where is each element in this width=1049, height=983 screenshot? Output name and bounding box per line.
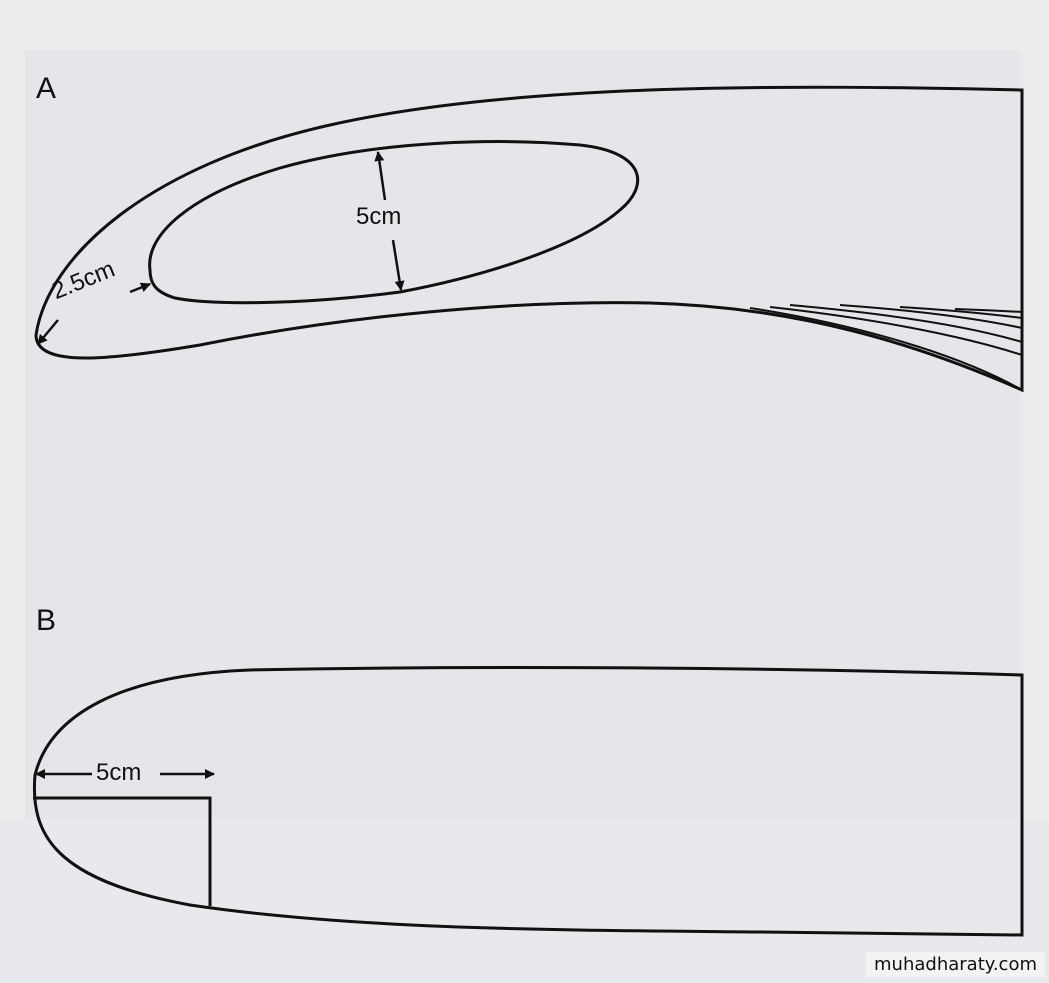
width-dimension-label: 5cm bbox=[96, 759, 142, 786]
watermark: muhadharaty.com bbox=[866, 952, 1045, 977]
fan-line bbox=[839, 304, 1023, 329]
margin-arrow-left bbox=[37, 319, 59, 345]
panel-a-label: A bbox=[36, 72, 57, 105]
height-arrow-up bbox=[374, 151, 387, 201]
flap-a-ellipse bbox=[148, 140, 639, 305]
figure-background bbox=[25, 50, 1020, 840]
fan-line bbox=[954, 308, 1023, 313]
flap-b-outline bbox=[32, 666, 1024, 937]
fan-line bbox=[769, 306, 1023, 356]
panel-b-label: B bbox=[36, 604, 57, 637]
flap-b-excision bbox=[33, 796, 212, 906]
fan-line bbox=[899, 306, 1023, 319]
flap-a-outline bbox=[34, 85, 1024, 393]
fan-line bbox=[749, 307, 1023, 391]
margin-arrow-right bbox=[129, 282, 151, 294]
height-dimension-label: 5cm bbox=[356, 203, 402, 230]
height-arrow-down bbox=[391, 239, 405, 291]
fan-line bbox=[789, 304, 1023, 343]
